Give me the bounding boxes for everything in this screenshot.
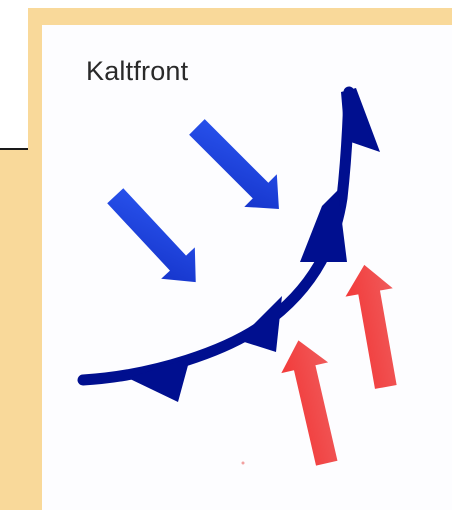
cold-air-arrow-1 [189,119,279,209]
front-triangle-3 [238,296,282,352]
frame-top-border [28,8,452,25]
front-triangle-4 [128,358,190,402]
warm-air-arrow-2 [281,340,338,466]
warm-air-arrow-1 [345,264,397,389]
diagram-panel [42,25,452,510]
artifact-dot [241,461,245,465]
diagram-title: Kaltfront [86,56,189,86]
front-triangle-2 [300,190,347,262]
frame-lower-left-block [0,150,42,510]
front-triangle-1 [341,88,380,152]
cold-air-arrow-2 [107,188,196,283]
horizontal-rule [0,148,28,150]
